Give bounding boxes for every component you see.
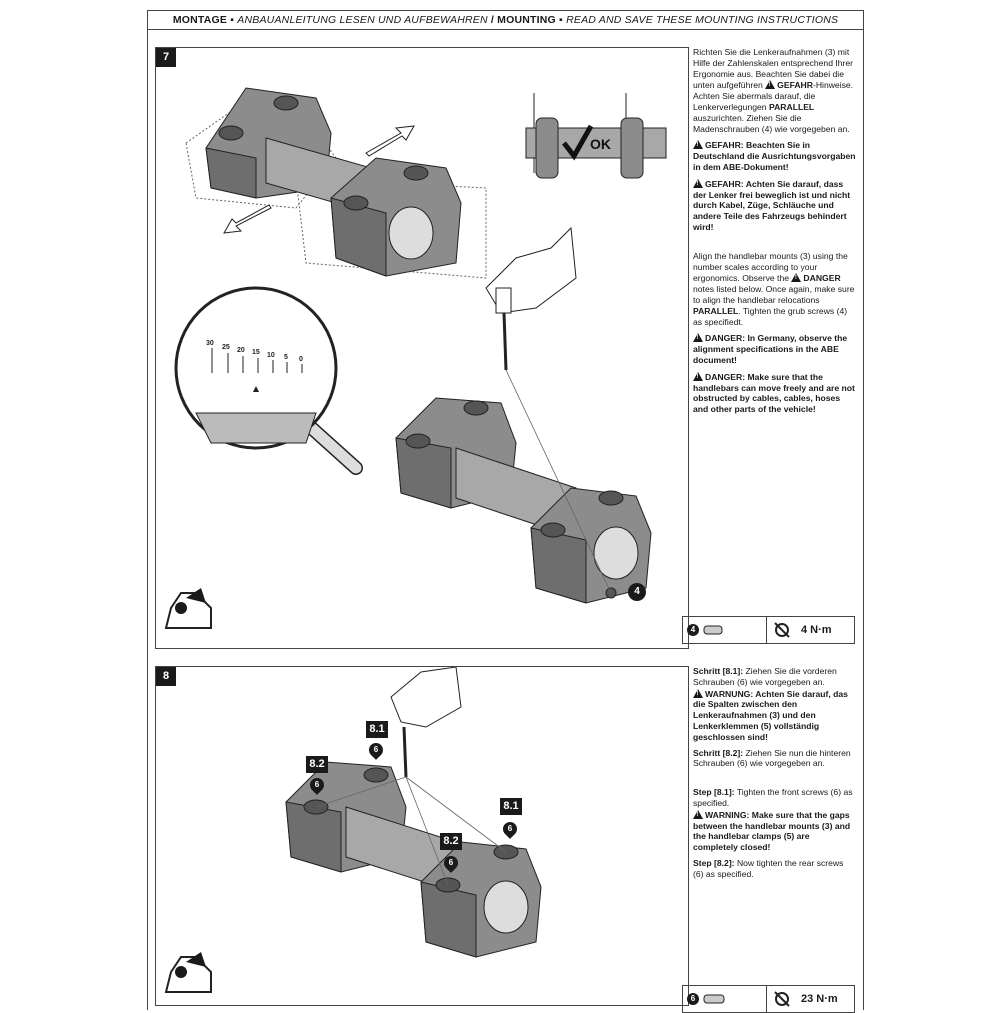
warning-triangle-icon: [693, 371, 703, 381]
step7-en-danger2: DANGER: Make sure that the handlebars ca…: [693, 371, 856, 415]
step8-illustration: [164, 667, 542, 993]
step7-text-column: Richten Sie die Lenkeraufnahmen (3) mit …: [693, 47, 856, 420]
header-mounting-sub: READ AND SAVE THESE MOUNTING INSTRUCTION…: [566, 14, 839, 26]
header-separator: /: [490, 14, 495, 26]
header-montage: MONTAGE: [172, 14, 228, 26]
step8-en-step2: Step [8.2]: Now tighten the rear screws …: [693, 857, 844, 879]
warning-triangle-icon: [693, 178, 703, 188]
scale-label-0: 0: [299, 356, 303, 363]
scale-ticks: [211, 348, 303, 373]
step8-torque-box: 6 23 N·m: [682, 985, 855, 1013]
riser-assembly-top: [185, 87, 487, 279]
step7-part-number: 4: [687, 624, 699, 636]
page-header: MONTAGE ▪ ANBAUANLEITUNG LESEN UND AUFBE…: [147, 10, 864, 30]
step7-en-danger1: DANGER: In Germany, observe the alignmen…: [693, 332, 856, 365]
torque-wrench-icon: [774, 991, 790, 1007]
step8-text-column: Schritt [8.1]: Ziehen Sie die vorderen S…: [693, 666, 856, 885]
scale-label-20: 20: [237, 347, 245, 354]
screw-pin-icon: 6: [441, 853, 461, 873]
step7-torque-value: 4 N·m: [801, 624, 832, 636]
screw-icon: [703, 994, 725, 1004]
parallel-ok-detail: OK: [521, 93, 676, 179]
scale-label-15: 15: [252, 349, 260, 356]
step8-part-number: 6: [687, 993, 699, 1005]
header-montage-sub: ANBAUANLEITUNG LESEN UND AUFBEWAHREN: [237, 14, 488, 26]
riser-assembly-bottom: [395, 369, 652, 604]
step7-torque-box: 4 4 N·m: [682, 616, 855, 644]
riser-assembly-step8: [285, 761, 542, 958]
scale-label-25: 25: [222, 344, 230, 351]
torque-wrench-icon: [774, 622, 790, 638]
step7-illustration: 30 25 20 15 10 5 0 OK: [164, 87, 676, 629]
warning-triangle-icon: [693, 140, 703, 150]
step7-number: 7: [156, 48, 176, 67]
step7-de-danger1: GEFAHR: Beachten Sie in Deutschland die …: [693, 139, 856, 172]
callout-8-1-front: 8.1: [366, 721, 388, 738]
step8-de-step1: Schritt [8.1]: Ziehen Sie die vorderen S…: [693, 666, 856, 743]
warning-triangle-icon: [765, 80, 776, 90]
warning-triangle-icon: [791, 273, 802, 283]
callout-8-1-right: 8.1: [500, 798, 522, 815]
motorcycle-icon: [164, 588, 212, 629]
step7-en-intro: Align the handlebar mounts (3) using the…: [693, 251, 856, 328]
scale-label-5: 5: [284, 354, 288, 361]
screw-pin-icon: 6: [500, 819, 520, 839]
instruction-sheet: [147, 10, 864, 1010]
screw-pin-icon: 6: [366, 740, 386, 760]
warning-triangle-icon: [693, 809, 703, 819]
step8-en-step1: Step [8.1]: Tighten the front screws (6)…: [693, 787, 856, 853]
step8-torque-value: 23 N·m: [801, 993, 838, 1005]
scale-label-10: 10: [267, 352, 275, 359]
scale-label-30: 30: [206, 340, 214, 347]
motorcycle-icon: [164, 952, 212, 993]
header-mounting: MOUNTING: [497, 14, 556, 26]
callout-8-2-rear: 8.2: [306, 756, 328, 773]
step7-de-danger2: GEFAHR: Achten Sie darauf, dass der Lenk…: [693, 178, 856, 233]
hand-hex-key-step8: [390, 667, 462, 778]
step7-part-callout: 4: [628, 583, 646, 601]
ok-label: OK: [590, 136, 611, 152]
warning-triangle-icon: [693, 688, 703, 698]
hand-hex-key: [485, 226, 577, 371]
step8-de-step2: Schritt [8.2]: Ziehen Sie nun die hinter…: [693, 747, 851, 769]
step7-de-intro: Richten Sie die Lenkeraufnahmen (3) mit …: [693, 47, 856, 134]
callout-8-2-right: 8.2: [440, 833, 462, 850]
scale-magnifier: 30 25 20 15 10 5 0: [174, 286, 363, 475]
step8-number: 8: [156, 667, 176, 686]
screw-pin-icon: 6: [307, 775, 327, 795]
warning-triangle-icon: [693, 333, 703, 343]
grub-screw-icon: [703, 625, 723, 635]
